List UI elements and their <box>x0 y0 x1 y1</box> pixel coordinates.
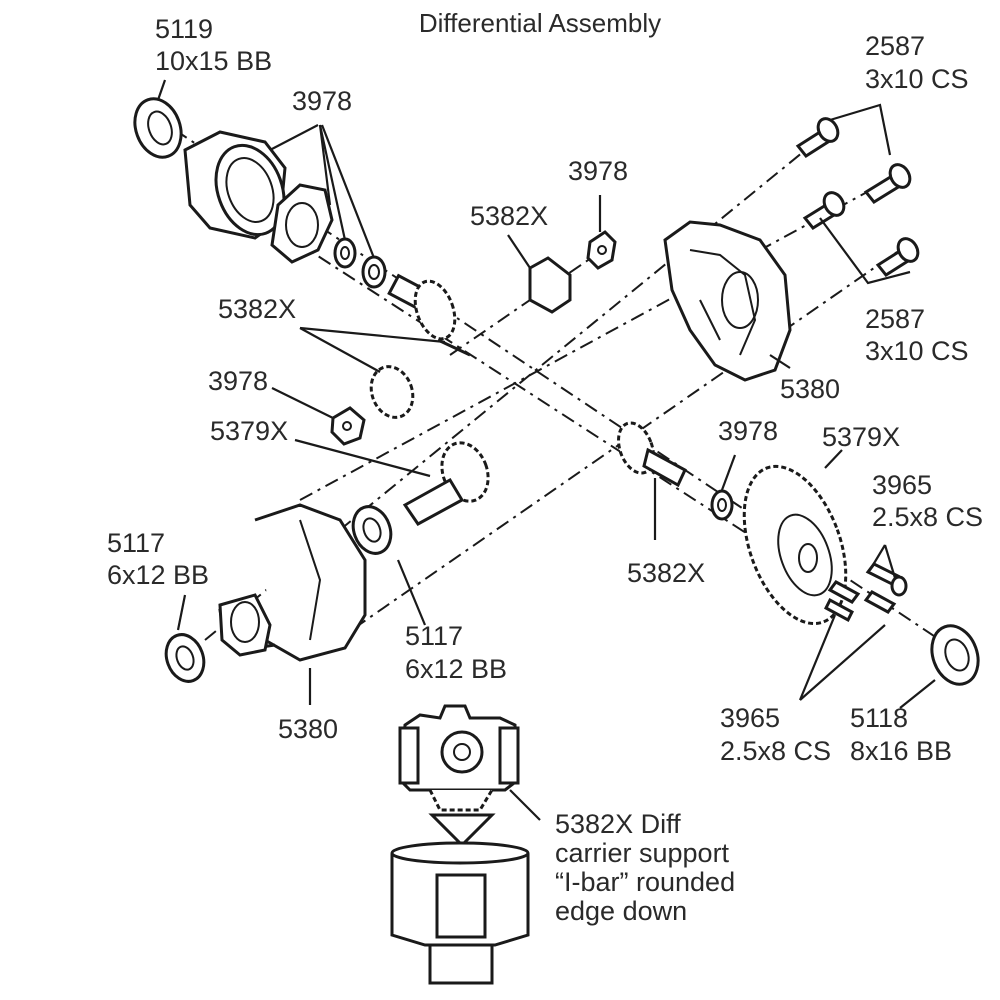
label-2587-top-desc: 3x10 CS <box>865 64 969 94</box>
label-5117-mid-num: 5117 <box>405 621 463 651</box>
diagram-title: Differential Assembly <box>419 8 661 38</box>
axis-line-cross <box>204 129 831 641</box>
callout-labels: 5119 10x15 BB 3978 3978 5382X 2587 3x10 … <box>107 14 983 766</box>
label-3978-right-mid: 3978 <box>718 416 778 446</box>
inset-note-line4: edge down <box>555 896 687 926</box>
screw-top-2 <box>863 163 912 204</box>
label-5380-left: 5380 <box>278 714 338 744</box>
diff-cup <box>183 130 287 240</box>
washer-right-mid <box>710 489 734 521</box>
screw-top-1 <box>795 117 840 158</box>
label-5117-mid-desc: 6x12 BB <box>405 654 507 684</box>
label-3965-bot-desc: 2.5x8 CS <box>720 736 831 766</box>
label-5380-right: 5380 <box>780 374 840 404</box>
leader-lines <box>156 79 936 709</box>
label-3978-left-mid: 3978 <box>208 366 268 396</box>
label-5382x-right: 5382X <box>627 558 705 588</box>
label-5117-left-num: 5117 <box>107 528 165 558</box>
label-5118-num: 5118 <box>850 703 908 733</box>
screw-small-1 <box>865 562 908 597</box>
housing-left <box>218 503 367 662</box>
diff-gasket <box>270 183 334 264</box>
screw-small-2 <box>827 580 861 604</box>
housing-right <box>663 220 792 382</box>
label-2587-top-num: 2587 <box>865 31 925 61</box>
inset-carrier-illustration <box>390 704 541 985</box>
label-5379x-right: 5379X <box>822 422 900 452</box>
washer-top-left-2 <box>361 255 387 289</box>
label-5382x-left: 5382X <box>218 294 296 324</box>
spacer-left-mid <box>330 406 366 446</box>
inset-note-line3: “I-bar” rounded <box>555 867 735 897</box>
axis-line-screw-top <box>299 184 881 501</box>
label-3978-center: 3978 <box>568 156 628 186</box>
bearing-10x15 <box>133 97 183 159</box>
screw-small-3 <box>863 590 897 614</box>
label-2587-mid-num: 2587 <box>865 304 925 334</box>
bevel-gear-left <box>369 365 415 419</box>
inset-note-line2: carrier support <box>555 838 730 868</box>
bearing-6x12-mid <box>351 505 393 555</box>
label-5118-desc: 8x16 BB <box>850 736 952 766</box>
label-5119-desc: 10x15 BB <box>155 46 272 76</box>
label-3965-bot-num: 3965 <box>720 703 780 733</box>
screw-small-4 <box>824 597 854 623</box>
inset-note-line1: 5382X Diff <box>555 809 681 839</box>
ring-gear-right <box>742 464 848 626</box>
bearing-6x12-left <box>164 633 206 683</box>
label-5379x-left: 5379X <box>210 416 288 446</box>
label-3978-top-left: 3978 <box>292 86 352 116</box>
washer-top-left <box>333 237 357 269</box>
label-3965-top-num: 3965 <box>872 470 932 500</box>
label-5117-left-desc: 6x12 BB <box>107 560 209 590</box>
label-2587-mid-desc: 3x10 CS <box>865 336 969 366</box>
screw-mid-2 <box>875 237 920 277</box>
inset-note: 5382X Diff carrier support “I-bar” round… <box>555 809 735 926</box>
bevel-gear-top <box>387 273 471 357</box>
spacer-top-center <box>586 230 617 270</box>
bearing-8x16 <box>930 624 980 686</box>
label-3965-top-desc: 2.5x8 CS <box>872 502 983 532</box>
screw-mid-1 <box>802 191 846 230</box>
bevel-gear-right <box>617 421 687 488</box>
axis-line-inner <box>269 224 781 556</box>
label-5119-num: 5119 <box>155 14 213 44</box>
carrier-ibar-top <box>528 256 572 314</box>
label-5382x-top: 5382X <box>470 201 548 231</box>
pinion-gear-left <box>402 441 490 526</box>
